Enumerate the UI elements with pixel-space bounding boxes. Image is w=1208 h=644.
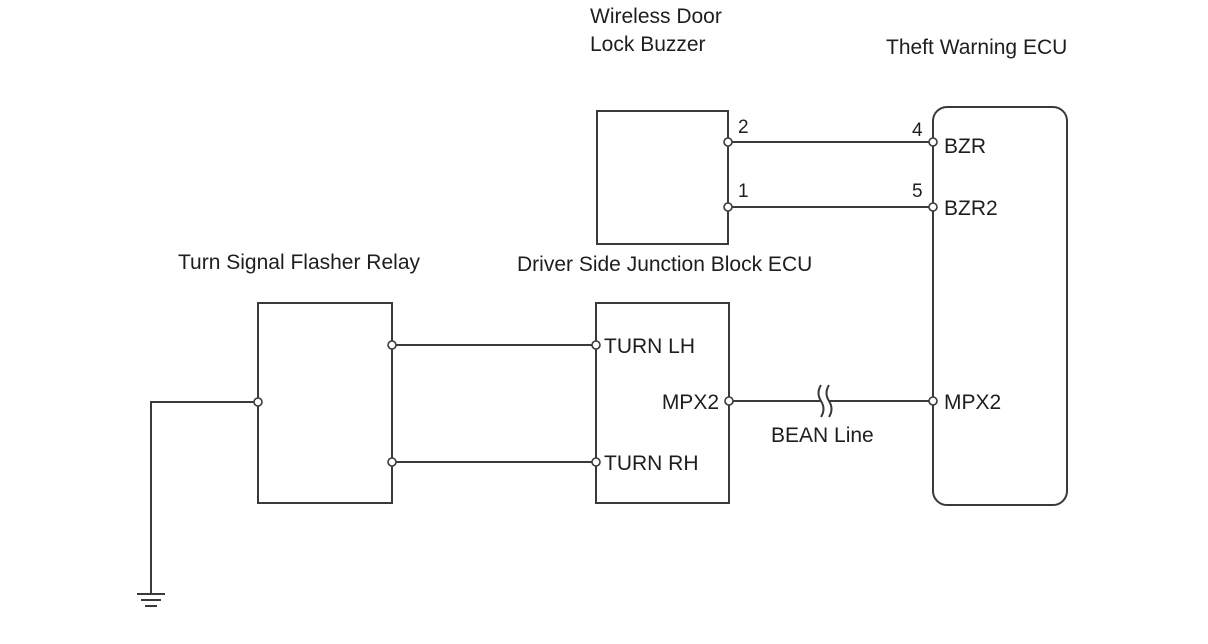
theft-ecu-bzr-label: BZR [944, 135, 986, 158]
theft-ecu-name: Theft Warning ECU [886, 36, 1067, 59]
theft-ecu-pin-4: 4 [912, 120, 923, 141]
buzzer-pin-1: 1 [738, 181, 749, 202]
junction-turn-rh-label: TURN RH [604, 452, 699, 475]
relay-terminal-lh [387, 340, 397, 350]
buzzer-name-line2: Lock Buzzer [590, 33, 706, 56]
theft-ecu-mpx2-label: MPX2 [944, 391, 1001, 414]
junction-terminal-turn-rh [591, 457, 601, 467]
junction-block-box [595, 302, 730, 504]
theft-ecu-bzr2-label: BZR2 [944, 197, 998, 220]
junction-terminal-mpx2 [724, 396, 734, 406]
buzzer-pin-2: 2 [738, 117, 749, 138]
bean-line-label: BEAN Line [771, 424, 874, 447]
theft-ecu-terminal-bzr2 [928, 202, 938, 212]
theft-ecu-box [932, 106, 1068, 506]
ground-icon [137, 593, 165, 607]
theft-ecu-terminal-bzr [928, 137, 938, 147]
theft-ecu-terminal-mpx2 [928, 396, 938, 406]
relay-terminal-ground [253, 397, 263, 407]
junction-turn-lh-label: TURN LH [604, 335, 695, 358]
theft-ecu-pin-5: 5 [912, 181, 923, 202]
junction-terminal-turn-lh [591, 340, 601, 350]
wire-ground [150, 401, 258, 594]
buzzer-name-line1: Wireless Door [590, 5, 722, 28]
junction-mpx2-label: MPX2 [662, 391, 719, 414]
flasher-relay-box [257, 302, 393, 504]
buzzer-box [596, 110, 729, 245]
junction-block-name: Driver Side Junction Block ECU [517, 253, 812, 276]
bean-break-symbol [817, 384, 833, 418]
flasher-relay-name: Turn Signal Flasher Relay [178, 251, 420, 274]
buzzer-terminal-1 [723, 202, 733, 212]
relay-terminal-rh [387, 457, 397, 467]
buzzer-terminal-2 [723, 137, 733, 147]
